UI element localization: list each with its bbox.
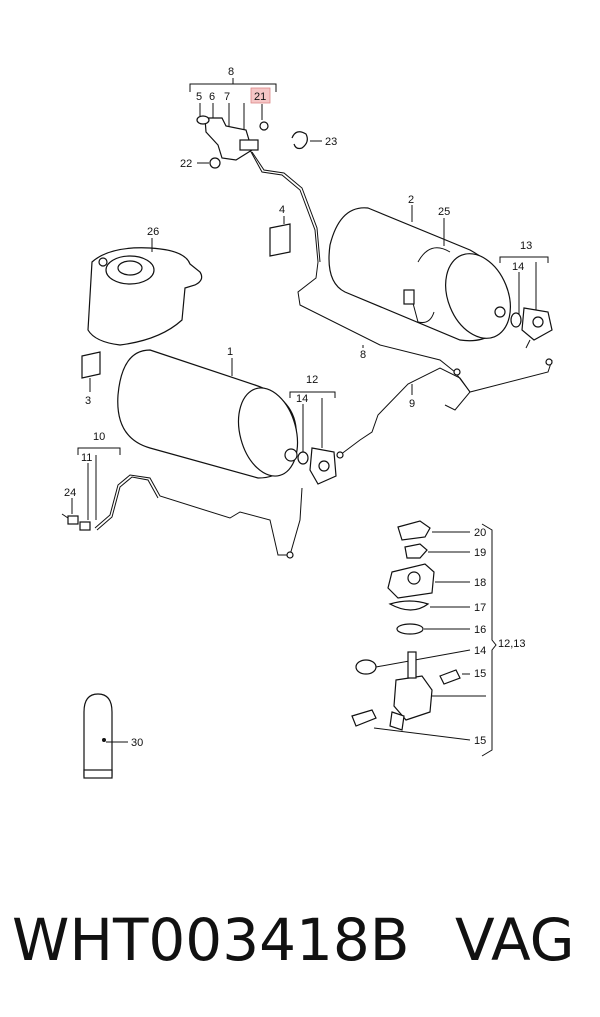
- washer-5: [196, 115, 210, 125]
- gas-tank-1: 1: [117, 346, 299, 479]
- highlight-box-21: [250, 87, 271, 104]
- callout-30: 30: [131, 737, 143, 749]
- callout-14-left: 14: [296, 393, 308, 405]
- callout-7: 7: [224, 91, 230, 103]
- warning-label-3: [81, 351, 101, 379]
- footer-caption: WHT003418B VAG: [0, 895, 600, 985]
- o-ring-16: [396, 623, 424, 635]
- callout-14-right: 14: [512, 261, 524, 273]
- filler-housing-26: 26: [87, 226, 203, 346]
- pipe-fitting-24: [67, 515, 79, 525]
- valve-assembly-12: 12 14: [289, 374, 337, 485]
- callout-12-13: 12,13: [498, 638, 526, 650]
- callout-4: 4: [279, 204, 285, 216]
- callout-15-a: 15: [474, 668, 486, 680]
- callout-22: 22: [180, 158, 192, 170]
- bracket-assembly-8: 8 5 6 7 21 22 23: [180, 66, 337, 170]
- callout-16: 16: [474, 624, 486, 636]
- callout-19: 19: [474, 547, 486, 559]
- callout-17: 17: [474, 602, 486, 614]
- gas-canister-30: 30: [83, 693, 143, 779]
- gas-pipe-10: [94, 474, 303, 556]
- callout-23: 23: [325, 136, 337, 148]
- part-code: WHT003418B: [12, 906, 410, 974]
- callout-5: 5: [196, 91, 202, 103]
- callout-15-b: 15: [474, 735, 486, 747]
- screw-fitting-15a: [439, 669, 461, 685]
- valve-assembly-13: 13 14: [499, 240, 553, 349]
- seal-ring-14-left: [297, 451, 309, 465]
- callout-9: 9: [409, 398, 415, 410]
- nut-19: [404, 543, 428, 559]
- callout-10: 10: [93, 431, 105, 443]
- callout-8-mid: 8: [360, 349, 366, 361]
- gas-pipe-8: [249, 149, 456, 373]
- callout-25: 25: [438, 206, 450, 218]
- callout-2: 2: [408, 194, 414, 206]
- callout-6: 6: [209, 91, 215, 103]
- callout-18: 18: [474, 577, 486, 589]
- hose-clip-23: [291, 131, 308, 150]
- valve-detail-view: 20 19 18 17 16 12,13 14 15 1: [351, 520, 526, 757]
- callout-20: 20: [474, 527, 486, 539]
- seal-ring-14-right: [510, 312, 522, 328]
- brand-name: VAG: [455, 906, 575, 974]
- protective-cap-20: [397, 520, 431, 541]
- pipe-fitting-11: [79, 521, 91, 531]
- tank-strap-25: [403, 289, 415, 305]
- callout-14-detail: 14: [474, 645, 486, 657]
- callout-21: 21: [254, 91, 266, 103]
- sensor-body: [239, 139, 259, 151]
- callout-1: 1: [227, 346, 233, 358]
- valve-outlet: [389, 711, 405, 731]
- gas-pipe-9: [339, 359, 553, 456]
- gasket-17: [388, 600, 430, 611]
- diagram-canvas: 8 5 6 7 21 22 23 8 25: [61, 66, 553, 779]
- bolt-22: [209, 157, 221, 169]
- valve-stem: [407, 651, 417, 679]
- screw-fitting-15b: [351, 709, 377, 727]
- callout-12: 12: [306, 374, 318, 386]
- callout-11: 11: [81, 452, 92, 464]
- callout-3: 3: [85, 395, 91, 407]
- seal-ring-14-detail: [355, 659, 377, 675]
- o-ring-21: [259, 121, 269, 131]
- callout-13: 13: [520, 240, 532, 252]
- warning-label-4: [269, 223, 291, 257]
- gas-tank-2: 25 2: [328, 194, 511, 342]
- callout-24: 24: [64, 487, 76, 499]
- valve-body: [393, 675, 433, 721]
- callout-26: 26: [147, 226, 159, 238]
- callout-8-top: 8: [228, 66, 234, 78]
